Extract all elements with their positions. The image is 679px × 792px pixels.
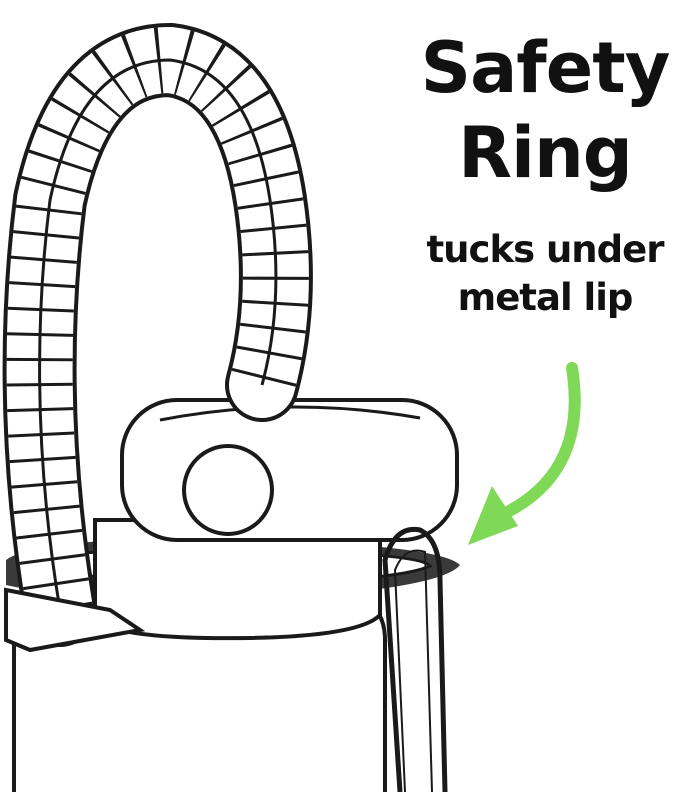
caption-line-2: metal lip <box>457 276 634 319</box>
strap-tab <box>4 587 146 653</box>
heading-line-1: Safety <box>420 27 671 109</box>
carabiner-icon <box>382 526 448 792</box>
arrow-icon <box>468 362 581 545</box>
carabiner-gate <box>393 549 433 792</box>
lid-top <box>120 398 459 542</box>
paracord-handle <box>2 22 313 647</box>
heading-line-2: Ring <box>458 112 633 194</box>
caption-line-1: tucks under <box>426 228 665 271</box>
lid-button <box>182 444 274 536</box>
